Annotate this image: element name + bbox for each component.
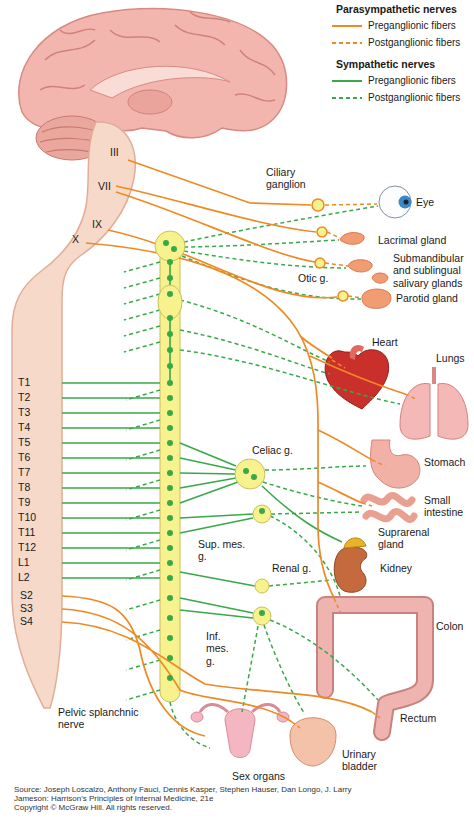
organ-label: Lungs: [436, 352, 465, 364]
spinal-level-label: S2: [20, 589, 33, 601]
organ-label: Heart: [372, 336, 398, 348]
organ-label: Lacrimal gland: [378, 234, 446, 246]
spinal-level-label: T11: [18, 526, 35, 538]
spinal-level-label: T5: [18, 436, 30, 448]
organ-label: Sex organs: [232, 770, 285, 782]
organ-label: Small intestine: [424, 494, 469, 519]
spinal-level-label: S4: [20, 615, 33, 627]
cranial-nerve-label: VII: [98, 180, 111, 192]
organ-label: Rectum: [400, 712, 436, 724]
organ-label: Kidney: [380, 562, 412, 574]
legend-heading: Parasympathetic nerves: [336, 3, 457, 15]
source-note: Copyright © McGraw Hill. All rights rese…: [14, 804, 172, 813]
spinal-level-label: T4: [18, 421, 30, 433]
spinal-level-label: S3: [20, 602, 33, 614]
ganglion-label: Celiac g.: [252, 444, 293, 456]
organ-label: Colon: [436, 620, 463, 632]
spinal-level-label: T8: [18, 481, 30, 493]
spinal-level-label: T3: [18, 406, 30, 418]
spinal-level-label: L2: [18, 571, 30, 583]
spinal-level-label: T9: [18, 496, 30, 508]
spinal-level-label: T7: [18, 466, 30, 478]
legend-text: Preganglionic fibers: [368, 20, 456, 32]
ganglion-label: Otic g.: [298, 272, 328, 284]
spinal-level-label: T12: [18, 541, 36, 553]
ganglion-label: Ciliary ganglion: [266, 166, 316, 191]
spinal-level-label: T6: [18, 451, 30, 463]
ganglion-label: Sup. mes. g.: [198, 538, 248, 563]
nerve-label: Pelvic splanchnic nerve: [58, 706, 150, 731]
spinal-level-label: T2: [18, 391, 30, 403]
source-note: Source: Joseph Loscalzo, Anthony Fauci, …: [14, 786, 374, 804]
spinal-level-label: L1: [18, 556, 30, 568]
organ-label: Eye: [416, 196, 434, 208]
spinal-level-label: T10: [18, 511, 36, 523]
organ-label: Urinary bladder: [342, 748, 388, 773]
legend-heading: Sympathetic nerves: [336, 58, 435, 70]
cranial-nerve-label: IX: [92, 218, 102, 230]
cranial-nerve-label: III: [110, 146, 119, 158]
organ-label: Submandibular and sublingual salivary gl…: [393, 252, 471, 289]
legend-text: Postganglionic fibers: [368, 92, 460, 104]
organ-label: Suprarenal gland: [378, 526, 440, 551]
cranial-nerve-label: X: [72, 233, 79, 245]
organ-label: Stomach: [424, 456, 465, 468]
ganglion-label: Inf. mes. g.: [206, 630, 236, 667]
ganglion-label: Renal g.: [272, 562, 311, 574]
legend-text: Postganglionic fibers: [368, 37, 460, 49]
legend-text: Preganglionic fibers: [368, 75, 456, 87]
spinal-level-label: T1: [18, 376, 30, 388]
organ-label: Parotid gland: [396, 292, 458, 304]
